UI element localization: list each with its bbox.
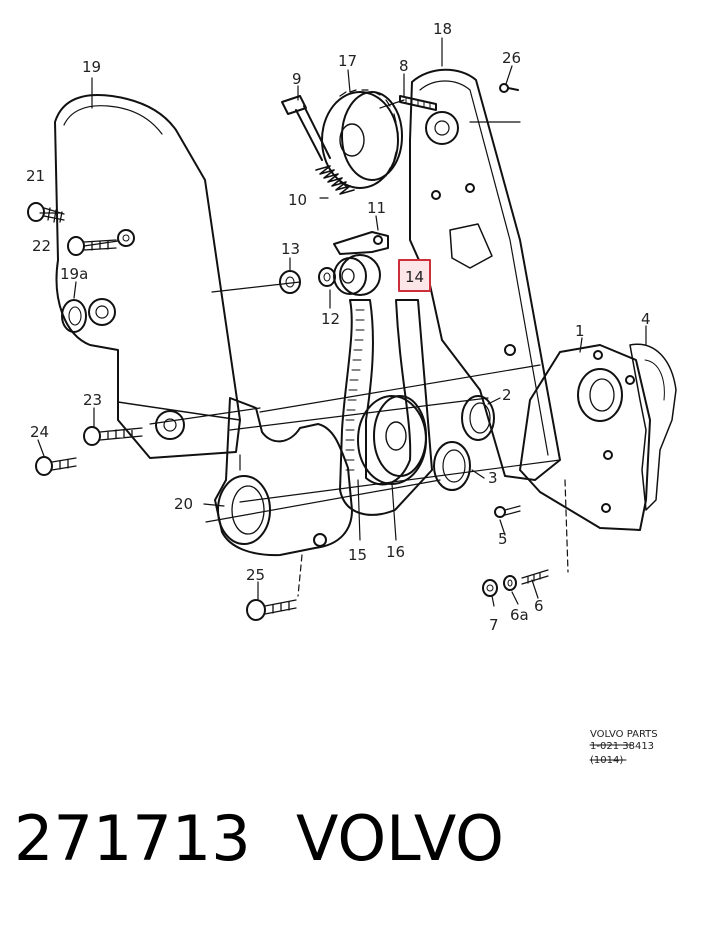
callout-12: 12: [321, 310, 340, 328]
callout-9: 9: [292, 70, 302, 88]
stud-6: [521, 569, 549, 585]
outer-timing-cover: [54, 94, 241, 459]
callout-labels: 1 2 3 4 5 6 6a 7 8 9 10 11 12 13 14 15 1…: [26, 20, 651, 634]
seal-19a: [61, 299, 87, 333]
callout-8: 8: [399, 57, 409, 75]
callout-19a: 19a: [60, 265, 88, 283]
stamp-line-1: VOLVO PARTS: [590, 729, 658, 740]
crankshaft-pulley: [357, 395, 427, 485]
callout-19: 19: [82, 58, 101, 76]
bolt-5: [494, 505, 521, 518]
callout-23: 23: [83, 391, 102, 409]
bolt-25: [246, 599, 297, 621]
callout-11: 11: [367, 199, 386, 217]
part-number: 271713: [14, 802, 251, 875]
callout-6a: 6a: [510, 606, 529, 624]
lower-timing-cover: [214, 397, 353, 557]
callout-14: 14: [405, 268, 424, 286]
brand-name: VOLVO: [296, 802, 504, 875]
exploded-timing-belt-diagram: 1 2 3 4 5 6 6a 7 8 9 10 11 12 13 14 15 1…: [26, 20, 677, 766]
callout-15: 15: [348, 546, 367, 564]
callout-2: 2: [502, 386, 512, 404]
nut-7: [482, 579, 498, 597]
callout-5: 5: [498, 530, 508, 548]
callout-4: 4: [641, 310, 651, 328]
callout-7: 7: [489, 616, 499, 634]
assembly-guide-lines: [37, 37, 647, 607]
bolt-23: [83, 426, 143, 446]
callout-highlight-box: [398, 259, 431, 292]
callout-16: 16: [386, 543, 405, 561]
stamp-strikethrough: [589, 744, 633, 761]
callout-13: 13: [281, 240, 300, 258]
bolt-21: [27, 202, 65, 223]
callout-25: 25: [246, 566, 265, 584]
tensioner-rod-and-spring: [281, 95, 355, 195]
inner-timing-cover-backplate: [409, 68, 561, 481]
callout-17: 17: [338, 52, 357, 70]
oil-seals: [433, 395, 495, 491]
callout-26: 26: [502, 49, 521, 67]
callout-6: 6: [534, 597, 544, 615]
engine-block-front: [519, 344, 651, 531]
callout-20: 20: [174, 495, 193, 513]
gasket: [629, 343, 677, 511]
callout-22: 22: [32, 237, 51, 255]
bolt-24: [35, 456, 77, 476]
stud-8: [399, 95, 437, 111]
caption-area: [0, 770, 702, 925]
callout-21: 21: [26, 167, 45, 185]
callout-3: 3: [488, 469, 498, 487]
callout-18: 18: [433, 20, 452, 38]
belt-tensioner-assembly: [318, 231, 389, 296]
callout-24: 24: [30, 423, 49, 441]
callout-10: 10: [288, 191, 307, 209]
stamp-line-2: 1-021 38413: [590, 741, 654, 752]
bolt-22: [67, 236, 117, 256]
bolt-26: [499, 83, 519, 93]
callout-1: 1: [575, 322, 585, 340]
washer-6a: [503, 575, 517, 591]
